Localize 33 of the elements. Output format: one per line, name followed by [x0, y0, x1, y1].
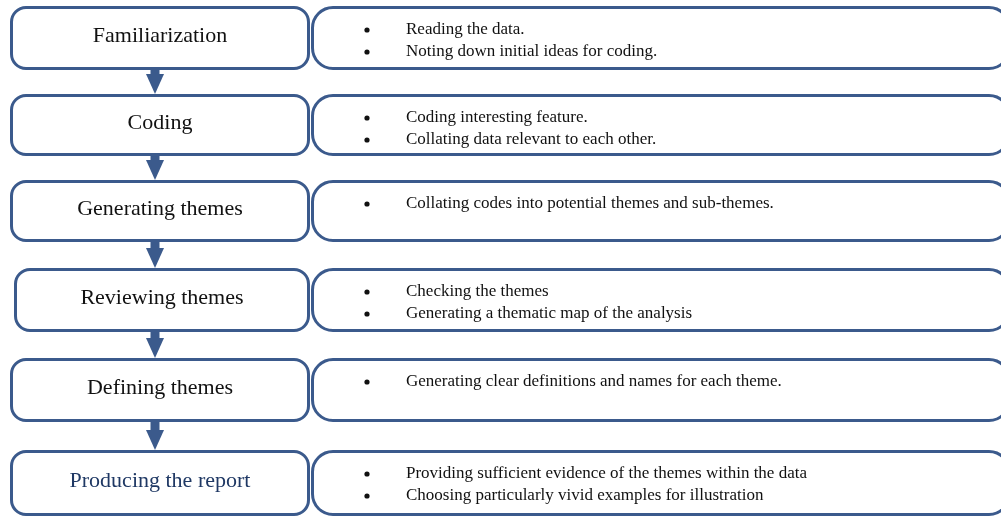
description-box	[311, 6, 1001, 70]
description-box	[311, 94, 1001, 156]
bullet-text: Providing sufficient evidence of the themes within the data	[406, 463, 807, 482]
bullet-text: Coding interesting feature.	[406, 107, 588, 126]
step-box	[10, 180, 310, 242]
bullet-text: Choosing particularly vivid examples for illustration	[406, 485, 764, 504]
step-box	[10, 6, 310, 70]
description-box	[311, 268, 1001, 332]
bullet-text: Generating clear definitions and names for each theme.	[406, 371, 782, 390]
bullet-text: Reading the data.	[406, 19, 525, 38]
step-title: Producing the report	[69, 467, 251, 493]
step-title: Coding	[127, 109, 193, 135]
step-box	[10, 450, 310, 516]
arrow	[146, 242, 164, 268]
step-title: Reviewing themes	[80, 284, 244, 310]
bullet-text: Checking the themes	[406, 281, 549, 300]
step-title: Generating themes	[77, 195, 243, 221]
step-title: Defining themes	[87, 374, 233, 400]
arrow	[146, 332, 164, 358]
bullet-text: Noting down initial ideas for coding.	[406, 41, 658, 60]
description-box	[311, 358, 1001, 422]
bullet-text: Collating codes into potential themes and sub-themes.	[406, 193, 774, 212]
description-box	[311, 450, 1001, 516]
arrow	[146, 422, 164, 450]
step-box	[10, 358, 310, 422]
arrow	[146, 156, 164, 180]
description-box	[311, 180, 1001, 242]
step-title: Familiarization	[92, 22, 228, 48]
arrow	[146, 70, 164, 94]
step-box	[14, 268, 310, 332]
step-box	[10, 94, 310, 156]
bullet-text: Collating data relevant to each other.	[406, 129, 657, 148]
bullet-text: Generating a thematic map of the analysis	[406, 303, 693, 322]
